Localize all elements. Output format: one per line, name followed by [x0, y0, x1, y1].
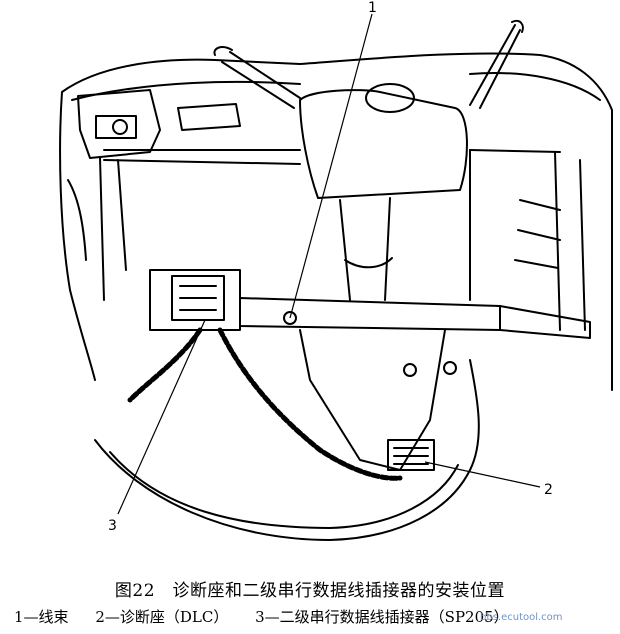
switch-block [95, 115, 137, 139]
left-trim [67, 157, 127, 301]
wiring-harness-left [127, 327, 203, 403]
cross-bar-end [499, 305, 591, 339]
leader-line-1 [289, 13, 373, 319]
bolt-1 [403, 363, 417, 377]
dashboard-line-drawing: 1 2 3 [59, 0, 613, 541]
panel-slot [177, 103, 241, 131]
knob-left [112, 119, 128, 135]
cross-bar [239, 297, 501, 331]
knee-bolster [94, 359, 480, 541]
legend-item-harness: 1—线束 [14, 608, 69, 626]
instrument-panel [77, 89, 161, 159]
column-gauge [365, 83, 415, 113]
dlc-connector [387, 439, 435, 471]
dashboard-outline [59, 52, 613, 391]
left-bracket [149, 269, 241, 331]
legend-item-sp205: 3—二级串行数据线插接器（SP205） [255, 608, 509, 626]
connector-pins [179, 285, 217, 311]
callout-1: 1 [368, 0, 377, 16]
right-vents [514, 199, 561, 269]
connector-block [171, 275, 225, 321]
stalk-left [213, 46, 301, 109]
watermark: bbs.ecutool.com [480, 612, 563, 623]
leader-line-3 [117, 319, 206, 515]
lower-cover [299, 329, 446, 471]
callout-3: 3 [108, 518, 117, 534]
upper-frame [103, 149, 561, 165]
dlc-pins [393, 447, 429, 465]
callout-2: 2 [544, 482, 553, 498]
bolt-3 [283, 311, 297, 325]
figure-legend: 1—线束 2—诊断座（DLC） 3—二级串行数据线插接器（SP205） [14, 606, 531, 627]
wiring-harness [217, 327, 403, 481]
knee-bolster-inner [109, 451, 459, 529]
column-housing [299, 89, 468, 199]
right-frame [469, 149, 586, 331]
leader-line-2 [424, 461, 541, 488]
bolt-2 [443, 361, 457, 375]
steering-shaft [339, 197, 393, 301]
stalk-right [469, 19, 524, 109]
figure-caption: 图22 诊断座和二级串行数据线插接器的安装位置 [114, 581, 506, 601]
legend-item-dlc: 2—诊断座（DLC） [95, 608, 229, 626]
